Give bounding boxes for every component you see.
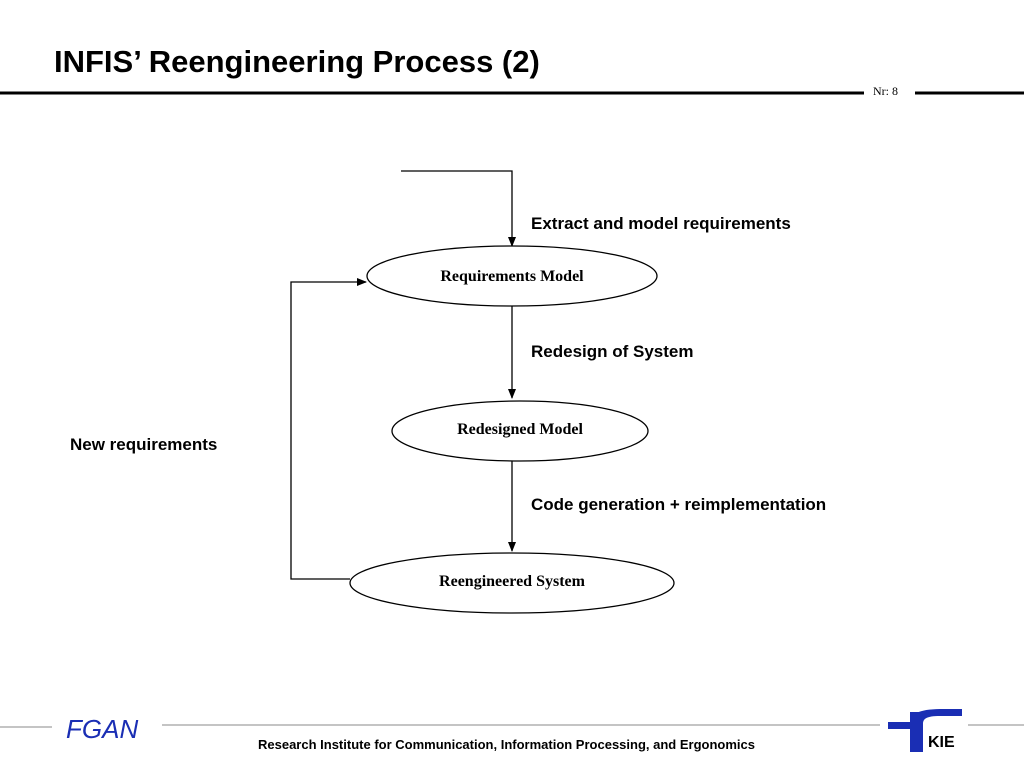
input-arrow [401, 170, 516, 247]
node-requirements-model: Requirements Model [366, 245, 658, 307]
footer-organization: FGAN [66, 714, 139, 744]
node-label: Reengineered System [439, 573, 586, 590]
node-label: Requirements Model [440, 268, 584, 285]
feedback-arrow [290, 278, 367, 580]
edge-label-redesign: Redesign of System [531, 342, 694, 361]
node-reengineered-system: Reengineered System [349, 552, 675, 614]
node-label: Redesigned Model [457, 421, 583, 438]
page-title: INFIS’ Reengineering Process (2) [54, 44, 540, 79]
edge-label-codegen: Code generation + reimplementation [531, 495, 826, 514]
node-redesigned-model: Redesigned Model [391, 400, 649, 462]
kie-logo: KIE [888, 709, 962, 752]
edge-label-new-requirements: New requirements [70, 435, 217, 454]
footer-institute: Research Institute for Communication, In… [258, 737, 755, 752]
logo-text: KIE [928, 734, 955, 751]
edge-label-extract: Extract and model requirements [531, 214, 791, 233]
slide-number: Nr: 8 [873, 84, 898, 98]
